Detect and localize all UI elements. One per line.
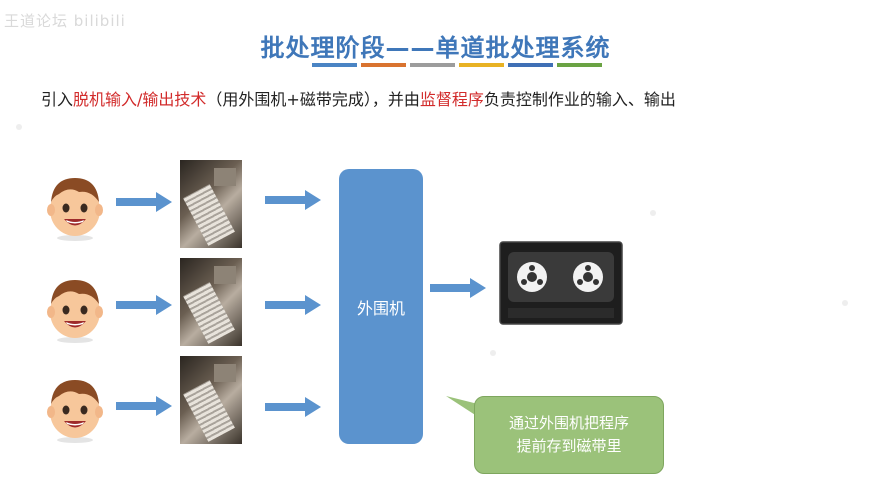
subtitle-highlight-offline-io: 脱机输入/输出技术 [73,90,207,109]
arrow-right-icon [116,295,172,315]
callout-bubble: 通过外围机把程序 提前存到磁带里 [474,396,664,474]
decor-dot [16,124,22,130]
tape-drive-icon [499,241,623,325]
punch-card-machine-image [180,160,242,248]
subtitle-highlight-monitor: 监督程序 [419,90,484,109]
arrow-right-icon [116,192,172,212]
subtitle-part2: （用外围机+磁带完成），并由 [206,90,420,109]
subtitle: 引入脱机输入/输出技术（用外围机+磁带完成），并由监督程序负责控制作业的输入、输… [41,86,676,110]
color-segment-3 [410,63,455,67]
punch-card-machine-image [180,356,242,444]
arrow-right-icon [116,396,172,416]
decor-dot [490,350,496,356]
color-segment-2 [361,63,406,67]
color-segment-1 [312,63,357,67]
arrow-right-icon [265,190,321,210]
color-segment-6 [557,63,602,67]
title-color-bar [312,63,602,67]
subtitle-part1: 引入 [41,90,74,109]
callout-line-2: 提前存到磁带里 [516,437,622,455]
decor-dot [650,210,656,216]
punch-card-machine-image [180,258,242,346]
peripheral-machine-box: 外围机 [339,169,423,444]
arrow-right-icon [265,397,321,417]
user-face-icon [47,280,103,343]
user-face-icon [47,380,103,443]
user-face-icon [47,178,103,241]
peripheral-machine-label: 外围机 [356,298,405,318]
arrow-right-icon [430,278,486,298]
color-segment-5 [508,63,553,67]
color-segment-4 [459,63,504,67]
watermark: 王道论坛 bilibili [4,12,126,30]
decor-dot [842,300,848,306]
page-title: 批处理阶段——单道批处理系统 [260,34,611,62]
subtitle-part3: 负责控制作业的输入、输出 [483,90,676,109]
arrow-right-icon [265,295,321,315]
callout-line-1: 通过外围机把程序 [508,414,629,432]
